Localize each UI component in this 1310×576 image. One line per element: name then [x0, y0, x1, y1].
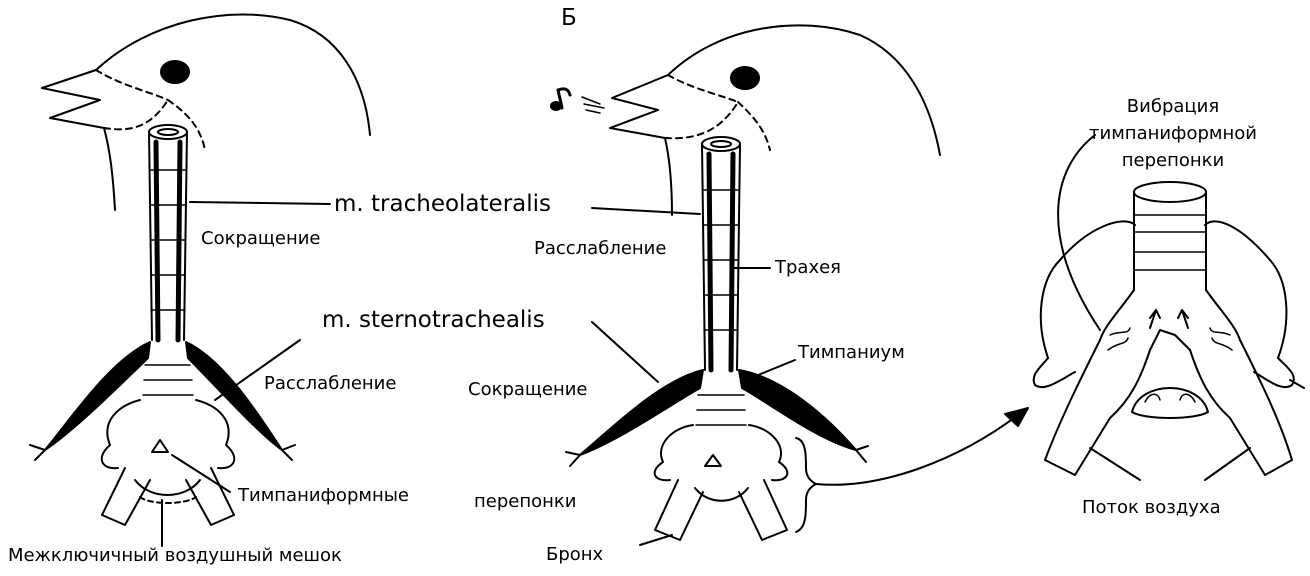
left-trachea	[142, 124, 194, 396]
syrinx-closeup	[1032, 181, 1305, 476]
airflow-label: Поток воздуха	[1082, 497, 1221, 518]
music-note-icon	[550, 87, 605, 114]
left-contraction-label: Сокращение	[201, 228, 321, 249]
left-bird-head	[41, 13, 371, 211]
middle-bird-head	[609, 24, 941, 216]
middle-contraction-label: Сокращение	[468, 379, 588, 400]
tympaniform-membranes-label-part2: перепонки	[474, 491, 577, 512]
left-syrinx-and-bronchi	[100, 399, 236, 526]
pointer-arrow	[815, 407, 1029, 486]
middle-bird-eye	[730, 66, 760, 90]
sternotrachealis-label: m. sternotrachealis	[322, 307, 545, 333]
left-leader-lines	[161, 201, 331, 547]
left-relaxation-label: Расслабление	[264, 373, 397, 394]
bronchus-label: Бронх	[546, 544, 604, 565]
panel-letter: Б	[561, 5, 577, 31]
middle-leader-lines	[591, 207, 796, 546]
vibration-label-line2: тимпаниформной	[1089, 123, 1257, 144]
left-bird-eye	[160, 60, 190, 84]
tympaniform-brace	[795, 437, 817, 533]
left-sternotrachealis-muscles	[29, 341, 296, 461]
tympaniform-membranes-label-part1: Тимпаниформные	[238, 485, 409, 506]
right-leader-lines	[1057, 134, 1251, 481]
tracheolateralis-label: m. tracheolateralis	[334, 191, 552, 217]
middle-trachea	[695, 136, 747, 426]
vibration-label-line3: перепонки	[1121, 150, 1225, 171]
middle-syrinx-and-bronchi	[653, 424, 789, 541]
trachea-label: Трахея	[775, 257, 842, 278]
vibration-label-line1: Вибрация	[1126, 96, 1220, 117]
middle-relaxation-label: Расслабление	[534, 238, 667, 259]
interclavicular-air-sac-label: Межключичный воздушный мешок	[8, 545, 342, 566]
tympanum-label: Тимпаниум	[798, 342, 905, 363]
middle-sternotrachealis-muscles	[565, 369, 869, 467]
